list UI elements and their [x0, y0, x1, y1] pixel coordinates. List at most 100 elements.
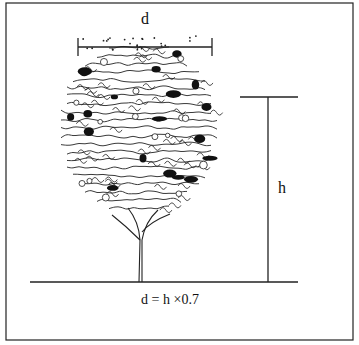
- leaf-stroke: [77, 85, 89, 90]
- leaf-dot: [112, 49, 114, 51]
- leaf-stroke: [91, 100, 103, 105]
- leaf-stroke: [201, 80, 213, 85]
- tree-trunk: [112, 208, 170, 282]
- leaf-dot: [124, 39, 126, 41]
- leaf-mass: [67, 113, 74, 120]
- leaf-stroke: [86, 156, 98, 161]
- leaf-dot: [161, 45, 163, 47]
- leaf-gap: [133, 88, 139, 94]
- branch-stroke: [67, 166, 205, 170]
- leaf-mass: [107, 185, 119, 191]
- formula-text: d = h ×0.7: [141, 292, 199, 307]
- leaf-gap: [200, 161, 208, 169]
- leaf-dot: [82, 38, 84, 40]
- leaf-mass: [84, 127, 94, 136]
- leaf-dot: [141, 48, 143, 50]
- leaf-stroke: [85, 88, 97, 93]
- leaf-gap: [176, 191, 182, 197]
- leaf-dot: [103, 40, 105, 42]
- ground-line: [30, 281, 298, 282]
- leaf-stroke: [136, 99, 148, 104]
- leaf-dot: [136, 44, 138, 46]
- leaf-dot: [106, 40, 108, 42]
- tree-crown: [61, 35, 223, 212]
- leaf-dot: [112, 49, 114, 51]
- leaf-dot: [136, 49, 138, 51]
- leaf-dot: [129, 43, 131, 45]
- leaf-dot: [132, 38, 134, 40]
- leaf-stroke: [138, 149, 150, 154]
- leaf-dot: [91, 47, 93, 49]
- leaf-stroke: [148, 145, 160, 150]
- leaf-dot: [189, 37, 191, 39]
- leaf-mass: [111, 95, 118, 100]
- leaf-mass: [184, 176, 198, 183]
- leaf-dot: [164, 45, 166, 47]
- leaf-mass: [202, 156, 217, 161]
- leaf-stroke: [135, 53, 147, 58]
- leaf-stroke: [103, 154, 115, 159]
- dimension-label: d: [141, 10, 149, 28]
- leaf-dot: [109, 37, 111, 39]
- leaf-dot: [195, 35, 197, 37]
- leaf-stroke: [137, 46, 149, 51]
- leaf-mass: [83, 110, 92, 118]
- leaf-gap: [152, 134, 158, 140]
- leaf-mass: [194, 134, 205, 143]
- leaf-stroke: [154, 184, 166, 189]
- leaf-stroke: [82, 103, 94, 108]
- leaf-stroke: [211, 110, 223, 115]
- leaf-mass: [140, 154, 147, 162]
- leaf-mass: [152, 116, 167, 121]
- leaf-stroke: [165, 161, 177, 166]
- leaf-mass: [192, 80, 199, 90]
- leaf-gap: [100, 58, 107, 65]
- leaf-gap: [87, 178, 92, 183]
- leaf-gap: [165, 133, 169, 137]
- leaf-dot: [136, 45, 138, 47]
- leaf-mass: [163, 169, 176, 177]
- leaf-dot: [160, 43, 162, 45]
- leaf-stroke: [78, 150, 90, 155]
- leaf-dot: [189, 40, 191, 42]
- leaf-mass: [201, 103, 211, 111]
- leaf-stroke: [178, 183, 190, 188]
- leaf-stroke: [87, 92, 99, 97]
- leaf-stroke: [169, 203, 181, 208]
- dimension-d: [78, 38, 212, 56]
- leaf-gap: [132, 114, 138, 120]
- leaf-stroke: [113, 107, 125, 112]
- dimension-label: h: [278, 179, 286, 197]
- leaf-gap: [74, 100, 79, 105]
- dimension-h: [240, 97, 298, 282]
- branch-stroke: [85, 191, 187, 194]
- leaf-stroke: [171, 136, 183, 141]
- branch-stroke: [61, 118, 217, 121]
- leaf-dot: [142, 38, 144, 40]
- leaf-stroke: [152, 97, 164, 102]
- leaf-mass: [152, 66, 161, 73]
- leaf-stroke: [148, 162, 160, 167]
- leaf-mass: [166, 90, 181, 98]
- leaf-dot: [86, 47, 88, 49]
- leaf-gap: [79, 180, 85, 186]
- leaf-stroke: [105, 179, 117, 184]
- branch-stroke: [109, 206, 169, 209]
- leaf-stroke: [153, 49, 165, 54]
- leaf-mass: [78, 67, 92, 75]
- leaf-gap: [102, 194, 109, 201]
- branch-stroke: [61, 134, 217, 138]
- branch-stroke: [79, 70, 199, 74]
- branch-stroke: [73, 78, 205, 82]
- leaf-stroke: [143, 84, 155, 89]
- branch-stroke: [97, 198, 181, 202]
- branch-stroke: [73, 174, 205, 178]
- leaf-stroke: [160, 208, 172, 213]
- leaf-stroke: [92, 177, 104, 182]
- leaf-stroke: [98, 83, 110, 88]
- branch-stroke: [67, 94, 211, 98]
- leaf-stroke: [179, 141, 191, 146]
- leaf-stroke: [75, 158, 87, 163]
- branch-stroke: [97, 54, 181, 58]
- leaf-gap: [178, 56, 184, 62]
